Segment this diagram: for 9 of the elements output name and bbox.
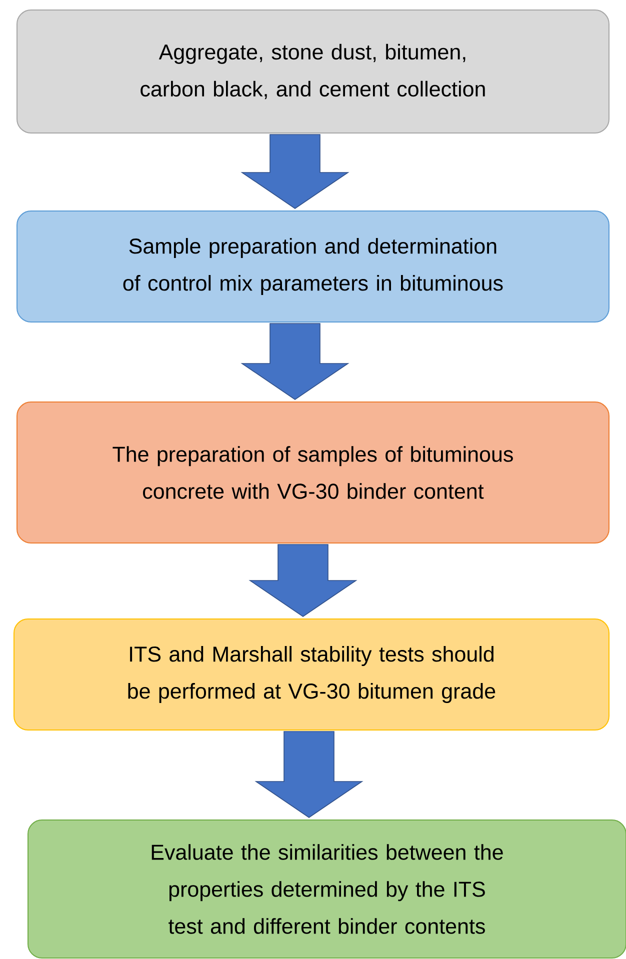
- process-box: ITS and Marshall stability tests should be performed at VG-30 bitumen grade: [14, 618, 610, 730]
- block-arrow: [240, 323, 350, 400]
- block-arrow: [254, 731, 364, 818]
- block-arrow: [240, 134, 350, 209]
- process-box: The preparation of samples of bituminous concrete with VG-30 binder content: [16, 402, 610, 544]
- block-arrow: [248, 544, 358, 617]
- process-box: Evaluate the similarities between the properties determined by the ITS test and different binder contents: [28, 820, 626, 958]
- process-box: Aggregate, stone dust, bitumen, carbon black, and cement collection: [16, 10, 610, 134]
- process-box: Sample preparation and determination of control mix parameters in bituminous: [16, 210, 610, 322]
